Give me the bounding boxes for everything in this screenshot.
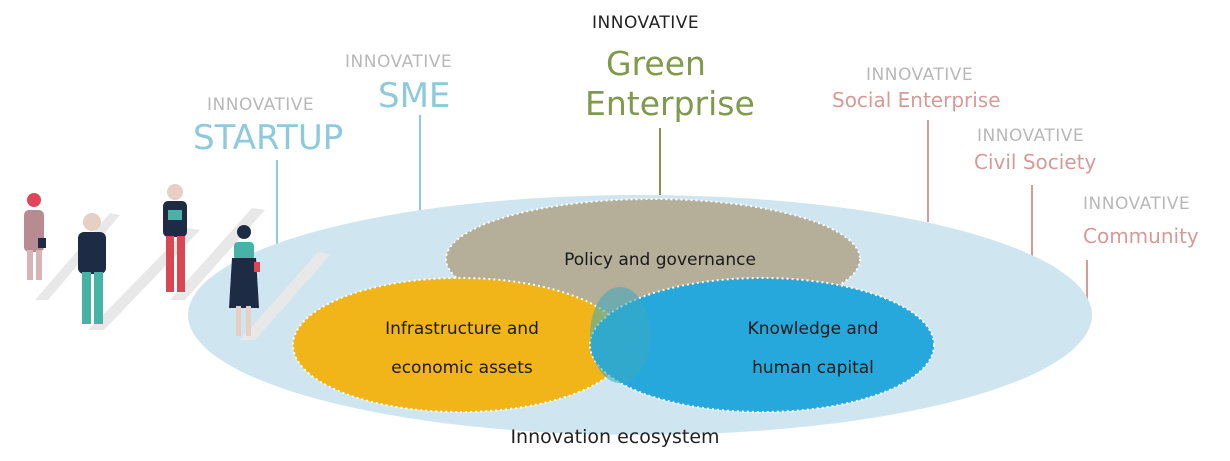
ecosystem-caption: Innovation ecosystem [510, 426, 720, 448]
sme-name: SME [378, 76, 451, 116]
social-name: Social Enterprise [832, 88, 1001, 112]
infrastructure-ellipse [292, 277, 628, 413]
community-prefix: INNOVATIVE [1083, 194, 1191, 214]
green-name-line1: Green [606, 44, 706, 83]
knowledge-ellipse [589, 277, 935, 413]
overlap-tint [590, 287, 650, 383]
infrastructure-label-line2: economic assets [391, 358, 533, 378]
sme-prefix: INNOVATIVE [345, 52, 453, 72]
infrastructure-label-line1: Infrastructure and [385, 319, 539, 339]
social-prefix: INNOVATIVE [866, 65, 974, 85]
community-name: Community [1083, 224, 1199, 248]
civil-prefix: INNOVATIVE [977, 126, 1085, 146]
startup-name: STARTUP [193, 118, 344, 158]
person-navy-icon [78, 213, 106, 324]
policy-label: Policy and governance [564, 250, 756, 270]
green-prefix: INNOVATIVE [592, 13, 700, 33]
knowledge-label-line2: human capital [752, 358, 874, 378]
green-name-line2: Enterprise [585, 84, 755, 123]
startup-prefix: INNOVATIVE [207, 95, 315, 115]
person-red-icon [24, 193, 46, 280]
person-black-dress-icon [229, 225, 260, 336]
person-green-shirt-icon [163, 184, 187, 292]
civil-name: Civil Society [974, 150, 1097, 174]
knowledge-label-line1: Knowledge and [748, 319, 879, 339]
